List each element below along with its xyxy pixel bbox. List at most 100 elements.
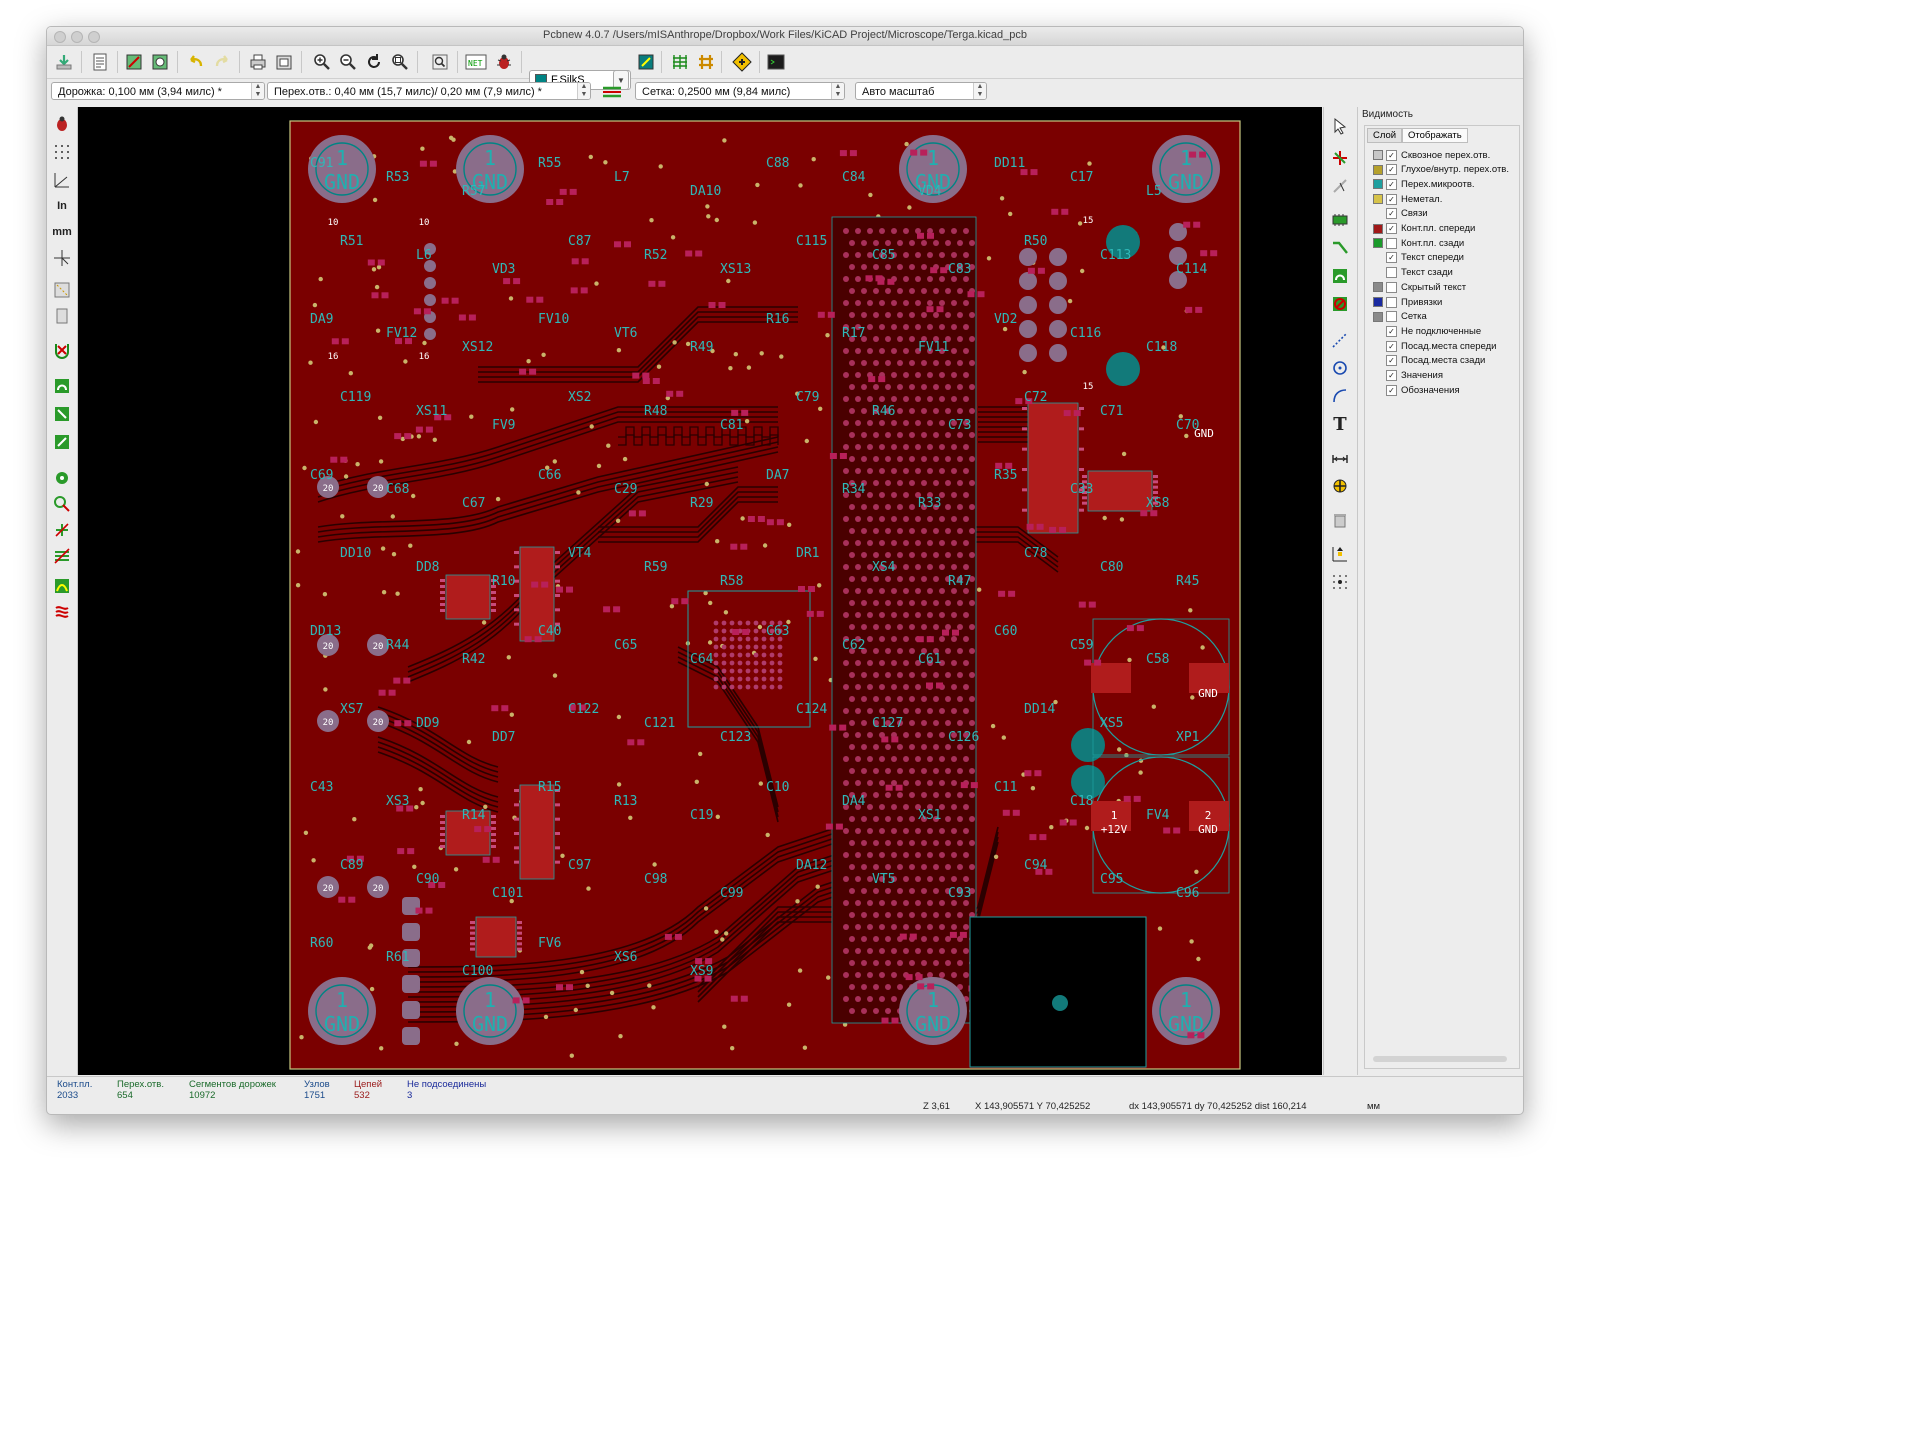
- visibility-checkbox[interactable]: [1386, 267, 1397, 279]
- zoom-select[interactable]: Авто масштаб▲▼: [855, 82, 987, 100]
- visibility-item[interactable]: ✓Неметал.: [1373, 192, 1442, 206]
- color-swatch[interactable]: [1373, 238, 1383, 249]
- track-width-select[interactable]: Дорожка: 0,100 мм (3,94 милс) *▲▼: [51, 82, 265, 100]
- show-zones-icon[interactable]: [50, 375, 74, 397]
- layer-pair-icon[interactable]: [633, 49, 659, 75]
- visibility-item[interactable]: Конт.пл. сзади: [1373, 236, 1464, 250]
- zoom-fit-icon[interactable]: [387, 49, 413, 75]
- zones-sketch-icon[interactable]: [50, 431, 74, 453]
- grid-toggle-icon[interactable]: [50, 141, 74, 163]
- visibility-checkbox[interactable]: ✓: [1386, 340, 1397, 352]
- visibility-checkbox[interactable]: ✓: [1386, 178, 1397, 190]
- add-dimension-icon[interactable]: [1328, 447, 1352, 469]
- set-drill-origin-icon[interactable]: [1328, 543, 1352, 565]
- scripting-icon[interactable]: [763, 49, 789, 75]
- zoom-window-button[interactable]: [88, 31, 100, 43]
- zoom-stepper-icon[interactable]: ▲▼: [973, 83, 986, 99]
- undo-icon[interactable]: [183, 49, 209, 75]
- visibility-checkbox[interactable]: ✓: [1386, 223, 1397, 234]
- color-swatch[interactable]: [1373, 164, 1383, 175]
- via-sketch-icon[interactable]: [50, 493, 74, 515]
- visibility-checkbox[interactable]: ✓: [1386, 384, 1397, 396]
- via-size-select[interactable]: Перех.отв.: 0,40 мм (15,7 милс)/ 0,20 мм…: [267, 82, 591, 100]
- visibility-checkbox[interactable]: ✓: [1386, 149, 1397, 161]
- track-sketch-icon[interactable]: [50, 519, 74, 541]
- plot-icon[interactable]: [271, 49, 297, 75]
- load-module-icon[interactable]: [121, 49, 147, 75]
- visibility-checkbox[interactable]: [1386, 311, 1397, 323]
- add-text-icon[interactable]: T: [1333, 413, 1347, 435]
- local-ratsnest-icon[interactable]: [1328, 175, 1352, 197]
- highlight-net-icon[interactable]: [1328, 147, 1352, 169]
- highlight-icon[interactable]: [729, 49, 755, 75]
- visibility-item[interactable]: Сетка: [1373, 310, 1427, 324]
- module-ratsnest-icon[interactable]: [50, 305, 74, 327]
- visibility-item[interactable]: ✓Сквозное перех.отв.: [1373, 148, 1490, 162]
- track-width-stepper-icon[interactable]: ▲▼: [251, 83, 264, 99]
- select-arrow-icon[interactable]: [1328, 115, 1352, 137]
- visibility-item[interactable]: Скрытый текст: [1373, 280, 1466, 294]
- keepout-zone-icon[interactable]: [1328, 293, 1352, 315]
- close-window-button[interactable]: [54, 31, 66, 43]
- visibility-checkbox[interactable]: [1386, 237, 1397, 249]
- visibility-item[interactable]: ✓Посад.места сзади: [1373, 354, 1485, 368]
- grid-size-select[interactable]: Сетка: 0,2500 мм (9,84 милс)▲▼: [635, 82, 845, 100]
- ratsnest-icon[interactable]: [50, 279, 74, 301]
- polar-coords-icon[interactable]: [50, 169, 74, 191]
- visibility-item[interactable]: ✓Обозначения: [1373, 383, 1460, 397]
- drc-icon[interactable]: [491, 49, 517, 75]
- color-swatch[interactable]: [1373, 179, 1383, 190]
- visibility-item[interactable]: ✓Глухое/внутр. перех.отв.: [1373, 163, 1509, 177]
- draw-arc-icon[interactable]: [1328, 385, 1352, 407]
- print-icon[interactable]: [245, 49, 271, 75]
- redraw-icon[interactable]: [361, 49, 387, 75]
- drc-toggle-icon[interactable]: [50, 113, 74, 135]
- visibility-checkbox[interactable]: ✓: [1386, 355, 1397, 367]
- color-swatch[interactable]: [1373, 297, 1383, 307]
- microwave-toolbar-icon[interactable]: [50, 575, 74, 597]
- add-zone-icon[interactable]: [1328, 265, 1352, 287]
- zones-outline-icon[interactable]: [50, 403, 74, 425]
- visibility-checkbox[interactable]: ✓: [1386, 252, 1397, 264]
- visibility-item[interactable]: ✓Значения: [1373, 369, 1443, 383]
- visibility-checkbox[interactable]: [1386, 296, 1397, 308]
- visibility-checkbox[interactable]: ✓: [1386, 208, 1397, 220]
- minimize-window-button[interactable]: [71, 31, 83, 43]
- visibility-item[interactable]: Текст сзади: [1373, 266, 1453, 280]
- layer-manager-icon[interactable]: [50, 601, 74, 623]
- visibility-item[interactable]: ✓Перех.микроотв.: [1373, 177, 1475, 191]
- panel-horizontal-scrollbar[interactable]: [1373, 1056, 1507, 1062]
- page-settings-icon[interactable]: [87, 49, 113, 75]
- save-board-icon[interactable]: [51, 49, 77, 75]
- find-icon[interactable]: [427, 49, 453, 75]
- zoom-in-icon[interactable]: [309, 49, 335, 75]
- visibility-item[interactable]: ✓Конт.пл. спереди: [1373, 222, 1475, 236]
- autoplace-icon[interactable]: [667, 49, 693, 75]
- visibility-item[interactable]: ✓Посад.места спереди: [1373, 339, 1496, 353]
- add-target-icon[interactable]: [1328, 475, 1352, 497]
- tab-render[interactable]: Отображать: [1402, 128, 1468, 143]
- delete-icon[interactable]: [1328, 509, 1352, 531]
- visibility-item[interactable]: ✓Текст спереди: [1373, 251, 1464, 265]
- visibility-checkbox[interactable]: ✓: [1386, 325, 1397, 337]
- track-mode-icon[interactable]: [599, 79, 625, 105]
- draw-line-icon[interactable]: [1328, 329, 1352, 351]
- route-track-icon[interactable]: [1328, 237, 1352, 259]
- color-swatch[interactable]: [1373, 194, 1383, 205]
- add-footprint-icon[interactable]: [1328, 209, 1352, 231]
- grid-stepper-icon[interactable]: ▲▼: [831, 83, 844, 99]
- units-inch-icon[interactable]: In: [57, 200, 67, 212]
- layer-dropdown-arrow-icon[interactable]: ▼: [613, 70, 629, 90]
- draw-circle-icon[interactable]: [1328, 357, 1352, 379]
- visibility-checkbox[interactable]: ✓: [1386, 164, 1397, 176]
- redo-icon[interactable]: [209, 49, 235, 75]
- color-swatch[interactable]: [1373, 282, 1383, 293]
- color-swatch[interactable]: [1373, 150, 1383, 160]
- auto-delete-track-icon[interactable]: [50, 339, 74, 361]
- high-contrast-icon[interactable]: [50, 545, 74, 567]
- library-browser-icon[interactable]: [147, 49, 173, 75]
- pads-sketch-icon[interactable]: [50, 467, 74, 489]
- via-size-stepper-icon[interactable]: ▲▼: [577, 83, 590, 99]
